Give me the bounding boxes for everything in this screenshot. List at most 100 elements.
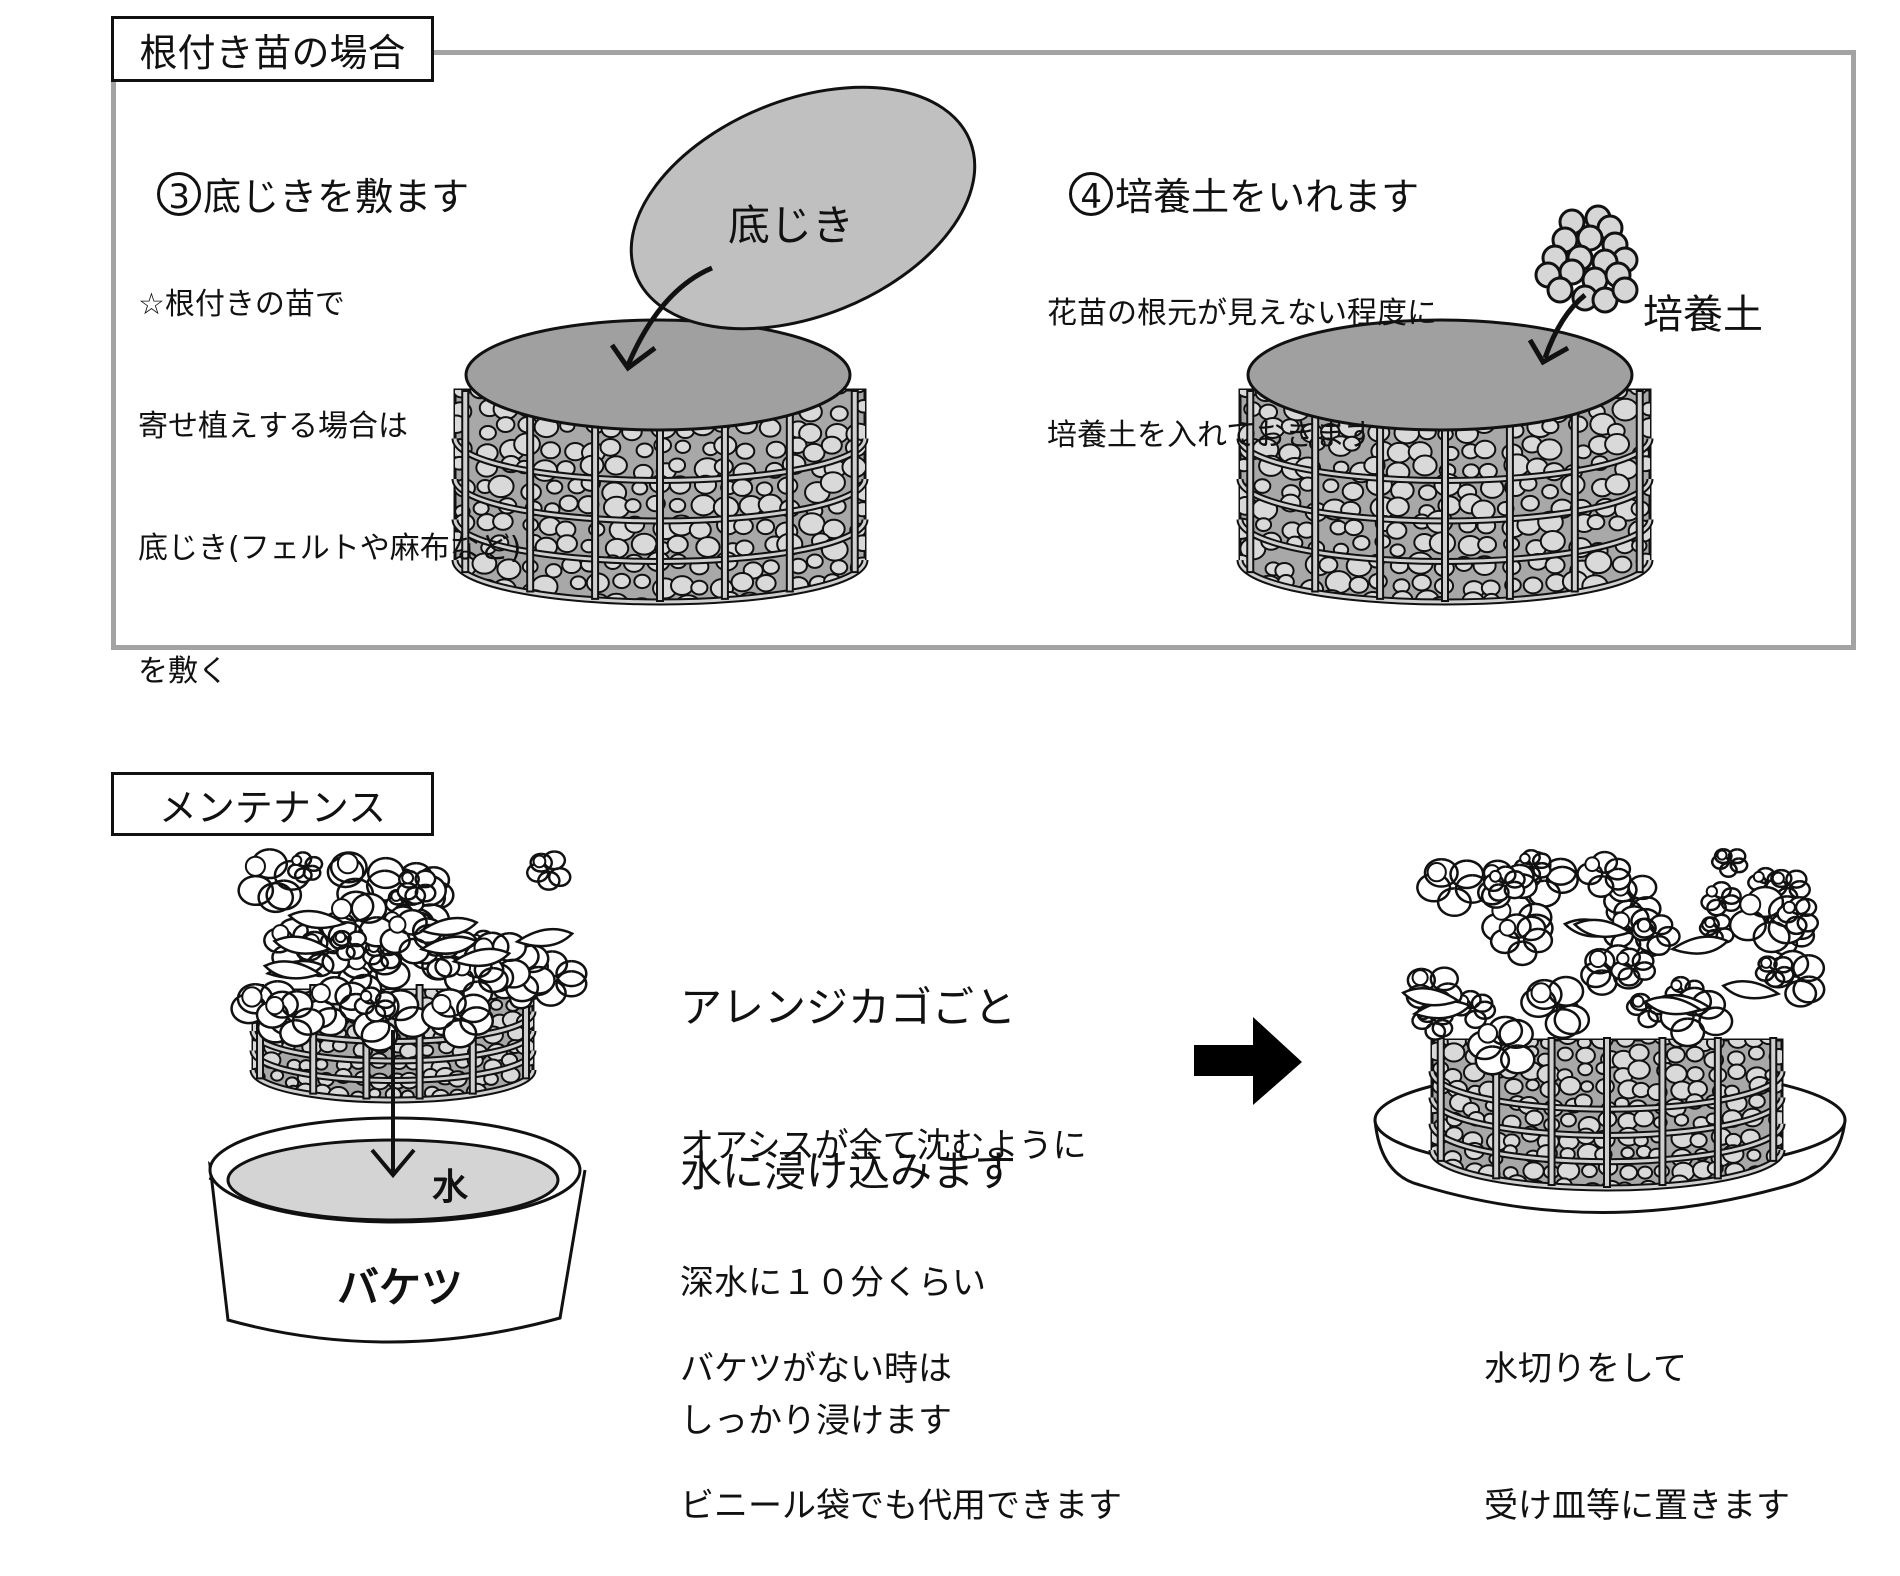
pebble (668, 497, 687, 513)
illustrations (208, 85, 1847, 1344)
pebble (670, 575, 695, 597)
note-line: ☆根付きの苗で (138, 286, 345, 322)
pebble (1522, 576, 1544, 595)
leaf (418, 916, 479, 937)
soil-label: 培養土 (1643, 292, 1763, 338)
pebble (1560, 1112, 1577, 1128)
pebble (1240, 593, 1255, 602)
soil-granule (1546, 276, 1574, 304)
pebble (1689, 1132, 1708, 1149)
pebble (495, 416, 516, 434)
section-title-maintenance: メンテナンス (111, 772, 434, 836)
pebble (545, 479, 564, 495)
pebble (624, 498, 642, 514)
pebble (1727, 1050, 1746, 1067)
pebble (1640, 401, 1650, 417)
pebble (756, 518, 776, 536)
pebble (690, 579, 709, 596)
pebble (1665, 1046, 1686, 1064)
pebble (805, 553, 824, 569)
pebble (1579, 1080, 1595, 1093)
pebble (604, 455, 628, 476)
pebble (1604, 433, 1631, 456)
pebble (802, 442, 826, 463)
wire-basket-with-flowers (230, 848, 588, 1104)
alt-line: ビニール袋でも代用できます (680, 1486, 1122, 1527)
pebble (755, 574, 777, 593)
flower (1466, 1015, 1536, 1076)
flower (1576, 850, 1632, 898)
pebble (690, 494, 717, 517)
pebble (1522, 1161, 1545, 1181)
pebble (1575, 1046, 1596, 1065)
pebble (1341, 481, 1365, 502)
pebble (1581, 1163, 1598, 1179)
instruction-line: オアシスが全て沈むように (680, 1125, 1087, 1166)
step-heading-text: 底じきを敷ます (203, 174, 470, 219)
down-arrow-icon (370, 1030, 416, 1179)
pebble (1477, 536, 1497, 554)
wire-bars (451, 390, 869, 606)
pebble (558, 494, 579, 512)
after-line: 水切りをして (1484, 1348, 1687, 1389)
right-arrow-icon (1194, 1017, 1302, 1105)
root-seedling-frame (111, 50, 1856, 650)
pebble (1673, 1113, 1690, 1127)
pebble (1318, 556, 1339, 574)
note-line: 底じき(フェルトや麻布など) (138, 531, 522, 567)
pebble (1747, 1045, 1765, 1061)
pebble (1637, 1165, 1654, 1180)
wire-basket-step4 (1236, 318, 1654, 606)
leaf (262, 960, 323, 980)
pebble (1727, 1040, 1749, 1049)
after-note: 水切りをして 受け皿等に置きます (1484, 1255, 1790, 1576)
soak-heading: アレンジカゴごと 水に浸け込みます (680, 872, 1016, 1254)
pebble (1473, 439, 1497, 460)
water-label: 水 (432, 1167, 469, 1208)
soil-granules-icon (1534, 204, 1639, 314)
pebble (761, 559, 780, 575)
after-line: 受け皿等に置きます (1484, 1486, 1790, 1527)
pebble (731, 478, 754, 497)
pebble (1541, 483, 1559, 500)
pebble (1280, 418, 1300, 435)
pebble (695, 536, 721, 558)
pebble (1611, 555, 1633, 574)
alt-line: バケツがない時は (680, 1348, 952, 1389)
pebble (1746, 1148, 1762, 1162)
sheet-label: 底じき (728, 201, 855, 250)
pebble (826, 589, 853, 602)
pebble (829, 559, 849, 576)
pebble (1525, 1078, 1540, 1092)
leaf (451, 947, 512, 968)
pebble (489, 999, 504, 1011)
leaf (514, 927, 575, 948)
pebble (1620, 1146, 1635, 1160)
leaf (418, 935, 479, 955)
pebble (1348, 599, 1372, 602)
pebble (524, 1087, 533, 1100)
bottom-sheet-floating (629, 85, 977, 331)
pebble (730, 571, 755, 593)
pebble (1586, 514, 1606, 531)
pebble (635, 442, 654, 459)
pebble (1348, 575, 1370, 594)
pebble (1789, 1064, 1806, 1079)
pebble (1633, 1108, 1655, 1128)
pebble (1556, 1046, 1574, 1062)
leaf (272, 935, 333, 955)
pebble (1386, 521, 1408, 540)
pebble (820, 435, 843, 455)
pebble (612, 572, 632, 590)
pebble (1608, 515, 1627, 532)
bucket-label: バケツ (337, 1263, 464, 1312)
curved-arrow-icon (1527, 293, 1587, 366)
instruction-line: 深水に１０分くらい (680, 1263, 986, 1304)
note-line: 寄せ植えする場合は (138, 408, 408, 444)
note-line: 培養土を入れておきます (1047, 417, 1376, 453)
pebble (604, 537, 630, 559)
pebble (1417, 484, 1438, 501)
pebble (674, 439, 692, 454)
pebble (569, 575, 587, 591)
alternative-note: バケツがない時は ビニール袋でも代用できます (680, 1255, 1122, 1576)
